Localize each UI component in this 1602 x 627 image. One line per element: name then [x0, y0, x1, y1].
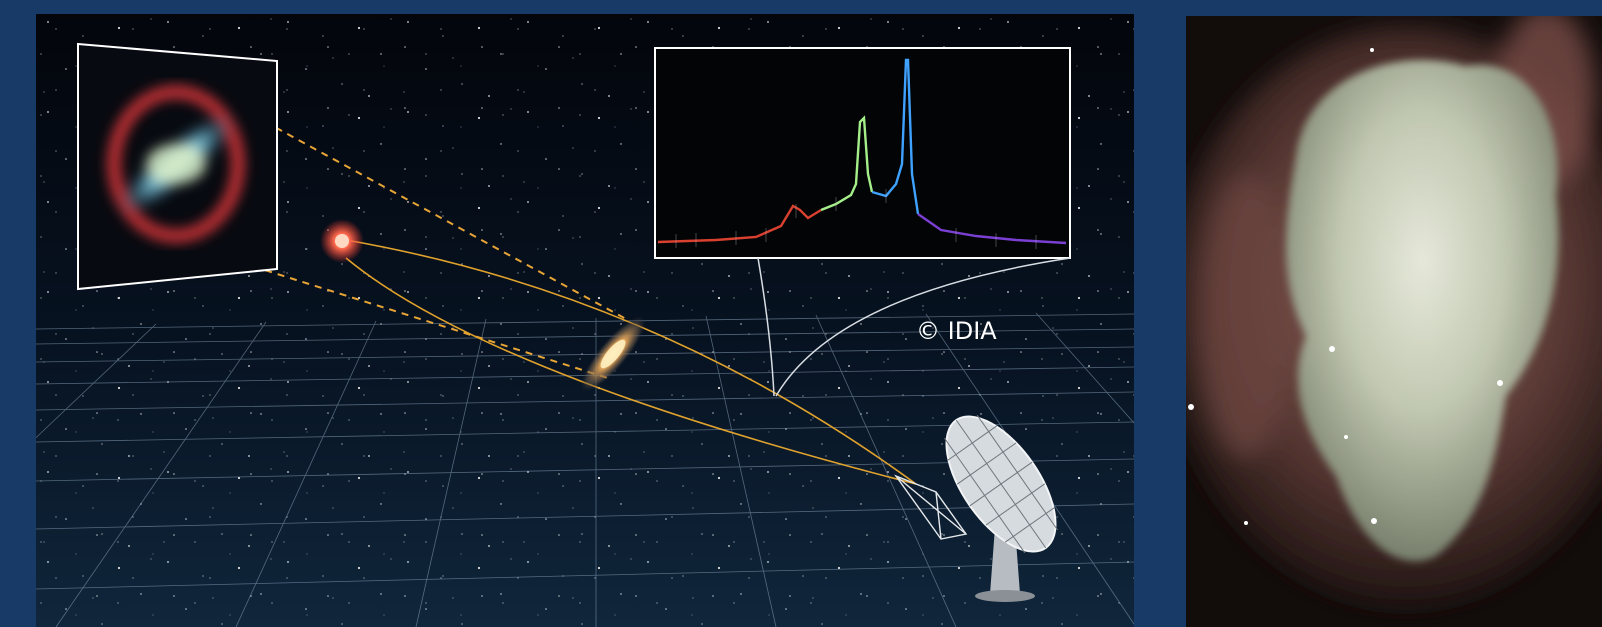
spectrum-noise [675, 189, 1037, 249]
background-quasar-icon [320, 219, 364, 263]
nebula-core [1286, 60, 1559, 562]
lensed-image-inset [77, 42, 278, 291]
radio-telescope-icon [894, 414, 1058, 602]
spectrum-inset [654, 47, 1071, 397]
lensing-illustration-panel: © IDIA [36, 14, 1134, 627]
spectrum-curve [657, 58, 1067, 245]
nebula-stars [1188, 48, 1503, 525]
lensing-illustration: © IDIA [36, 14, 1134, 627]
credit-label: © IDIA [916, 317, 997, 345]
spectrum-frame [654, 47, 1071, 259]
galaxy-icon [580, 316, 646, 392]
nebula-image [1186, 16, 1602, 627]
spectrum-callout-left [757, 257, 775, 397]
nebula-image-panel [1186, 16, 1602, 627]
spectrum-callout-right [775, 257, 1071, 397]
